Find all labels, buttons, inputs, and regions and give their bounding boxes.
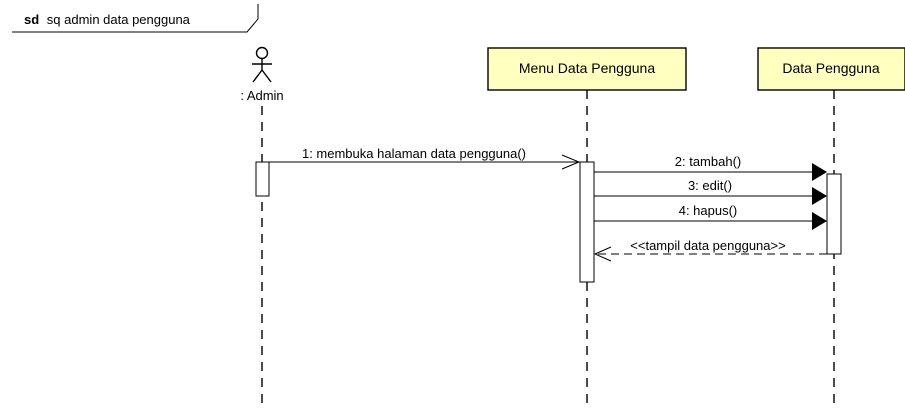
participant-data-box xyxy=(757,47,905,91)
frame-tab: sd sq admin data pengguna xyxy=(12,4,259,33)
message-4-label: 4: hapus() xyxy=(679,203,738,218)
actor-name: : Admin xyxy=(240,88,283,103)
message-4-arrowhead xyxy=(812,212,827,230)
frame-keyword: sd xyxy=(24,12,39,27)
activation-menu xyxy=(579,161,595,283)
message-5-label: <<tampil data pengguna>> xyxy=(630,238,785,253)
frame-title: sd sq admin data pengguna xyxy=(24,12,191,27)
participant-data-label: Data Pengguna xyxy=(782,60,880,76)
frame-title-text: sq admin data pengguna xyxy=(47,12,191,27)
message-3-arrowhead xyxy=(812,187,827,205)
message-2-arrowhead xyxy=(812,163,827,181)
message-1-arrowhead xyxy=(561,154,581,170)
actor-leg-left xyxy=(252,69,263,83)
message-5-arrowhead xyxy=(593,246,612,262)
activation-data xyxy=(826,173,842,255)
message-1-label: 1: membuka halaman data pengguna() xyxy=(302,146,526,161)
participant-menu-box xyxy=(487,47,687,91)
activation-admin xyxy=(255,161,270,197)
actor-head xyxy=(255,46,269,60)
actor-leg-right xyxy=(261,69,272,83)
actor-admin xyxy=(252,46,272,83)
message-3-label: 3: edit() xyxy=(688,178,732,193)
participant-menu-label: Menu Data Pengguna xyxy=(519,60,655,76)
message-2-label: 2: tambah() xyxy=(675,154,741,169)
